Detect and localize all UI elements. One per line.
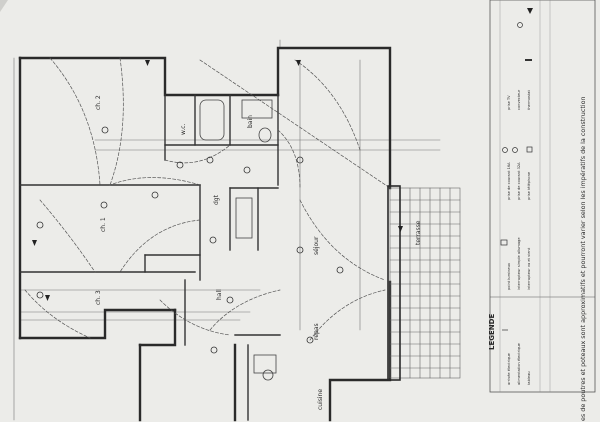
bathroom-fixtures xyxy=(199,99,277,381)
legend-items: arrivée électrique alimentation électriq… xyxy=(507,89,531,385)
triangle-marker-icon xyxy=(527,8,533,14)
prise-icon xyxy=(526,146,533,153)
room-label-ch3: ch. 3 xyxy=(95,290,102,305)
room-label-wc: w.c. xyxy=(180,123,187,135)
legend-item-label: interrupteur simple allumage xyxy=(517,237,521,290)
room-label-ch1: ch. 1 xyxy=(100,217,107,232)
dimension-lines xyxy=(13,39,441,421)
legend-item-label: arrivée électrique xyxy=(507,352,511,385)
room-labels: ch. 1 ch. 2 ch. 3 bain w.c. dgt hall séj… xyxy=(95,95,422,410)
room-label-dgt: dgt xyxy=(213,194,220,205)
legend-item-label: interrupteur va et vient xyxy=(527,247,531,290)
room-label-ch2: ch. 2 xyxy=(95,95,102,110)
legend-item-label: convecteur xyxy=(517,89,521,110)
tableau-icon xyxy=(500,239,508,246)
legend-item-label: prise de courant 32A xyxy=(517,162,521,200)
legend-item-label: point lumineux xyxy=(507,262,511,290)
terrace-railing xyxy=(387,185,401,381)
prise-tv-icon xyxy=(517,22,523,28)
interior-walls xyxy=(19,94,281,421)
construction-note: es de poutres et poteaux sont approximat… xyxy=(579,96,587,421)
legend-symbols xyxy=(500,8,533,331)
legend-item-label: tableau xyxy=(527,371,531,385)
legend-item-label: prise de courant 16A xyxy=(507,162,511,200)
marker-triangles xyxy=(32,60,403,301)
legend-item-label: thermostat xyxy=(527,90,531,110)
room-label-sejour: séjour xyxy=(313,236,320,255)
legend-box: LEGENDE arrivée électrique alimentation … xyxy=(488,0,596,393)
room-label-repas: repas xyxy=(313,323,320,340)
room-label-terrasse: terrasse xyxy=(415,220,422,245)
legend-item-label: alimentation électrique xyxy=(517,342,521,385)
room-label-cuisine: cuisine xyxy=(317,389,324,410)
legend-item-label: prise téléphone xyxy=(527,171,531,200)
exterior-walls xyxy=(18,46,392,422)
point-lumineux-icon xyxy=(502,147,508,153)
door-swings xyxy=(24,57,391,341)
electrical-symbols xyxy=(36,126,344,354)
legend-item-label: prise TV xyxy=(507,95,511,110)
room-label-hall: hall xyxy=(216,289,223,300)
floor-plan xyxy=(13,39,461,422)
legend-title: LEGENDE xyxy=(488,314,496,350)
interrupteur-icon xyxy=(512,147,518,153)
room-label-bain: bain xyxy=(247,115,254,128)
